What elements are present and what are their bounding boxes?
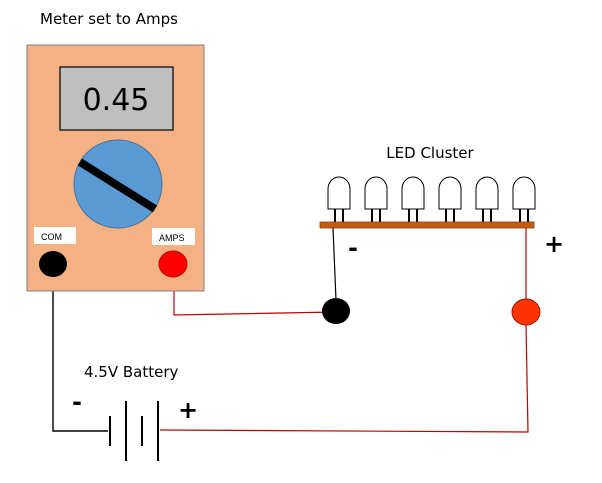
amps-probe-jack[interactable] <box>158 250 188 278</box>
led <box>401 176 425 222</box>
led-group <box>327 176 536 222</box>
battery-negative-sign: - <box>72 388 82 416</box>
wire-battery-to-led-positive <box>159 323 529 433</box>
meter-display <box>59 66 174 131</box>
led-negative-connector[interactable] <box>322 298 350 324</box>
led <box>512 176 536 222</box>
battery: 4.5V Battery - + <box>72 363 198 461</box>
led-cluster-label: LED Cluster <box>386 144 474 162</box>
amps-label: AMPS <box>159 233 185 243</box>
com-label-box <box>34 227 76 244</box>
battery-positive-sign: + <box>178 396 198 424</box>
led-negative-sign: - <box>348 234 358 262</box>
led-bulb <box>438 176 462 210</box>
meter-reading: 0.45 <box>83 83 150 118</box>
led-positive-sign: + <box>544 230 564 258</box>
com-label: COM <box>41 232 62 242</box>
led-cluster: LED Cluster - + <box>319 144 564 262</box>
led <box>364 176 388 222</box>
com-probe-jack[interactable] <box>39 251 67 277</box>
led-bulb <box>364 176 388 210</box>
led-bulb <box>475 176 499 210</box>
battery-label: 4.5V Battery <box>84 363 179 381</box>
led <box>475 176 499 222</box>
multimeter: 0.45 COM AMPS <box>26 44 205 292</box>
dial-pointer <box>77 158 158 213</box>
led-positive-connector[interactable] <box>511 298 541 326</box>
led-bulb <box>327 176 351 210</box>
led <box>327 176 351 222</box>
led-board <box>319 221 535 229</box>
led <box>438 176 462 222</box>
amps-label-box <box>152 228 195 245</box>
led-bulb <box>401 176 425 210</box>
wire-led-negative-lead <box>332 227 337 301</box>
meter-title: Meter set to Amps <box>40 10 178 28</box>
led-bulb <box>512 176 536 210</box>
wire-com-to-battery <box>52 265 108 432</box>
